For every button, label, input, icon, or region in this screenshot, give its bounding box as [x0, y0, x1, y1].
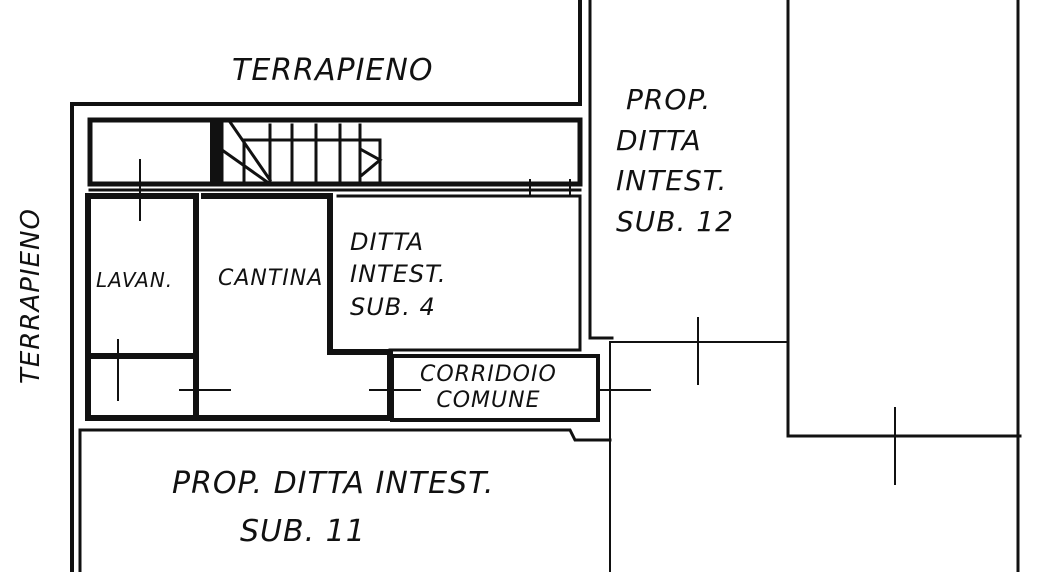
sub4-wall: [336, 194, 582, 352]
stairs: [219, 118, 383, 187]
sub12-line-2: DITTA: [616, 123, 702, 157]
sub11-line-2: SUB. 11: [240, 514, 366, 549]
label-sub4: DITTA INTEST. SUB. 4: [350, 226, 447, 323]
sub12-line-1: PROP.: [626, 83, 712, 116]
sub12-boundary: [786, 0, 1022, 438]
stair-column: [210, 120, 222, 186]
corridoio-line-1: CORRIDOIO: [420, 362, 557, 387]
cantina-wall: [85, 193, 393, 421]
sub4-line-3: SUB. 4: [350, 292, 436, 321]
sub11-boundary: [78, 428, 612, 572]
sub4-line-2: INTEST.: [350, 260, 447, 289]
label-corridoio: CORRIDOIO COMUNE: [420, 362, 557, 415]
label-terrapieno-top: TERRAPIENO: [232, 53, 434, 88]
label-terrapieno-left: TERRAPIENO: [16, 208, 46, 384]
label-sub11: PROP. DITTA INTEST. SUB. 11: [172, 460, 494, 556]
sub12-line-4: SUB. 12: [616, 204, 734, 238]
outer-wall: [70, 0, 582, 572]
upper-corridor-wall: [87, 117, 583, 187]
small-room-wall: [85, 353, 199, 421]
corridoio-wall: [390, 354, 600, 422]
sub4-line-1: DITTA: [350, 228, 425, 256]
label-sub12: PROP. DITTA INTEST. SUB. 12: [616, 80, 734, 242]
dimension-ticks: [117, 159, 896, 485]
sub11-line-1: PROP. DITTA INTEST.: [172, 466, 495, 501]
sub12-line-3: INTEST.: [616, 164, 728, 198]
label-cantina: CANTINA: [218, 266, 324, 291]
label-lavanderia: LAVAN.: [96, 268, 174, 292]
outer-wall-right: [588, 0, 614, 340]
corridoio-line-2: COMUNE: [436, 388, 541, 414]
